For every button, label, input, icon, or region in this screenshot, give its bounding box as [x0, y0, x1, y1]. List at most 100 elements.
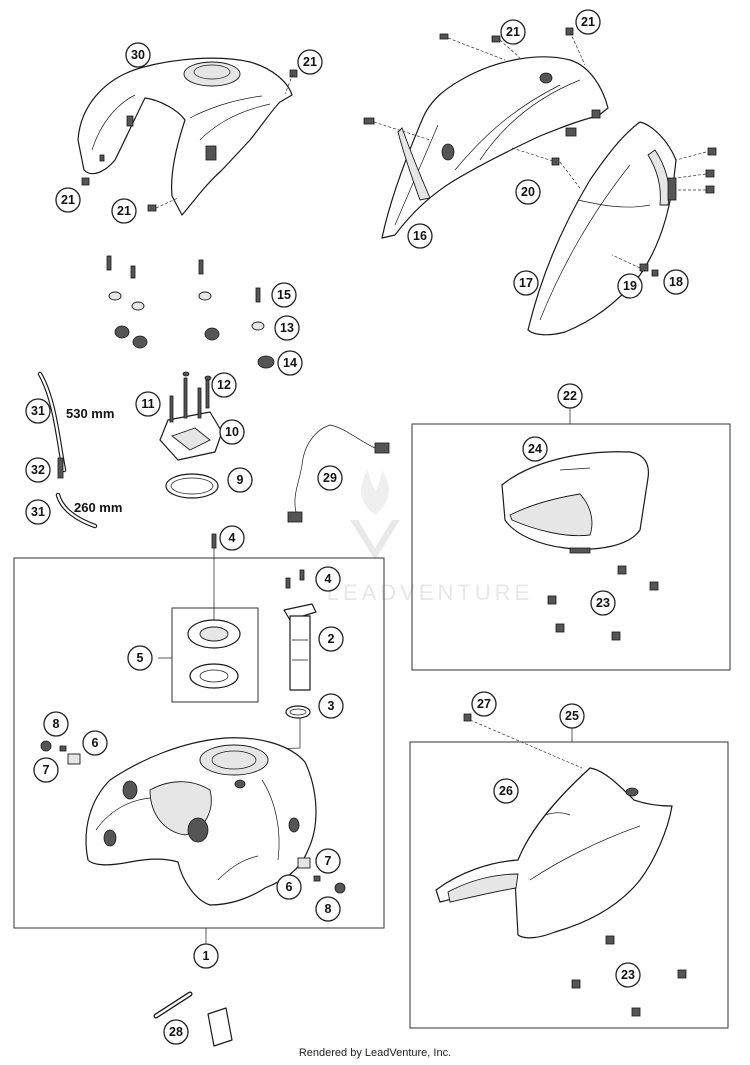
part-wire-harness-29 — [287, 424, 390, 523]
svg-text:23: 23 — [596, 596, 610, 610]
svg-text:30: 30 — [131, 48, 145, 62]
callout-28: 28 — [163, 1019, 189, 1045]
callout-6: 6 — [276, 874, 302, 900]
callout-14: 14 — [277, 350, 303, 376]
hose-length-530: 530 mm — [66, 406, 114, 421]
callout-8: 8 — [43, 711, 69, 737]
callout-31: 31 — [25, 398, 51, 424]
part-oring-3 — [239, 705, 311, 751]
part-side-panel-16 — [381, 56, 609, 239]
svg-text:7: 7 — [325, 854, 332, 868]
footer-credit: Rendered by LeadVenture, Inc. — [299, 1047, 451, 1059]
svg-text:17: 17 — [519, 276, 533, 290]
watermark: LEADVENTURE — [327, 470, 534, 605]
watermark-text: LEADVENTURE — [327, 580, 534, 605]
svg-text:21: 21 — [581, 15, 595, 29]
part-side-panel-17 — [527, 121, 677, 336]
part-rider-seat-26 — [435, 767, 673, 939]
part-screw-27 — [463, 713, 583, 769]
svg-text:27: 27 — [477, 697, 491, 711]
svg-text:2: 2 — [328, 632, 335, 646]
callout-16: 16 — [407, 223, 433, 249]
svg-text:5: 5 — [137, 651, 144, 665]
fasteners-6-7-8-left — [40, 740, 81, 765]
part-tank-cover-30 — [77, 57, 293, 216]
fasteners-6-7-8-right — [297, 857, 346, 894]
svg-text:32: 32 — [31, 463, 45, 477]
callout-26: 26 — [493, 778, 519, 804]
callout-3: 3 — [318, 693, 344, 719]
callout-15: 15 — [271, 282, 297, 308]
part-gasket-9 — [165, 473, 219, 499]
callout-29: 29 — [317, 465, 343, 491]
svg-text:22: 22 — [563, 389, 577, 403]
svg-text:31: 31 — [31, 505, 45, 519]
svg-text:9: 9 — [237, 473, 244, 487]
svg-text:14: 14 — [283, 356, 297, 370]
callout-8: 8 — [315, 896, 341, 922]
callout-23: 23 — [615, 962, 641, 988]
svg-text:24: 24 — [528, 442, 542, 456]
part-hose-31-260 — [55, 492, 98, 529]
seat-box-25 — [409, 741, 729, 1029]
leaders-upper — [155, 31, 707, 269]
callout-23: 23 — [590, 590, 616, 616]
fastener-group-13-15 — [106, 255, 275, 369]
callout-21: 21 — [55, 187, 81, 213]
callout-9: 9 — [227, 467, 253, 493]
callout-7: 7 — [33, 757, 59, 783]
callout-18: 18 — [663, 269, 689, 295]
svg-text:28: 28 — [169, 1025, 183, 1039]
svg-text:21: 21 — [117, 204, 131, 218]
svg-text:11: 11 — [141, 397, 154, 411]
callout-20: 20 — [515, 179, 541, 205]
callout-21: 21 — [500, 19, 526, 45]
callout-32: 32 — [25, 457, 51, 483]
svg-text:15: 15 — [277, 288, 291, 302]
callout-11: 11 — [135, 391, 161, 417]
svg-text:10: 10 — [225, 425, 239, 439]
svg-text:20: 20 — [521, 185, 535, 199]
callout-2: 2 — [318, 626, 344, 652]
callout-24: 24 — [522, 436, 548, 462]
callout-6: 6 — [82, 730, 108, 756]
svg-text:13: 13 — [280, 321, 294, 335]
tank-box-1 — [13, 557, 385, 929]
screws-upper-right — [81, 27, 717, 277]
svg-text:19: 19 — [623, 279, 637, 293]
callout-4: 4 — [315, 566, 341, 592]
svg-text:7: 7 — [43, 763, 50, 777]
callout-21: 21 — [297, 49, 323, 75]
svg-text:29: 29 — [323, 471, 337, 485]
part-fuel-tank-1 — [85, 737, 317, 906]
fasteners-23-upper — [547, 565, 659, 641]
callout-21: 21 — [575, 9, 601, 35]
svg-text:4: 4 — [229, 531, 236, 545]
svg-text:31: 31 — [31, 404, 45, 418]
part-fuel-sender-2 — [283, 603, 317, 691]
part-pump-flange-10 — [159, 371, 223, 461]
part-adapter-5 — [187, 619, 241, 689]
part-connector-32 — [57, 457, 64, 479]
callout-30: 30 — [125, 42, 151, 68]
svg-text:16: 16 — [413, 229, 427, 243]
svg-text:21: 21 — [61, 193, 75, 207]
svg-text:8: 8 — [53, 717, 60, 731]
svg-text:12: 12 — [217, 378, 231, 392]
callout-12: 12 — [211, 372, 237, 398]
part-screw-4-left — [211, 533, 217, 622]
callout-21: 21 — [111, 198, 137, 224]
svg-text:25: 25 — [565, 709, 579, 723]
callout-25: 25 — [559, 703, 585, 729]
callout-7: 7 — [315, 848, 341, 874]
callout-13: 13 — [274, 315, 300, 341]
box-5 — [171, 607, 259, 703]
svg-text:21: 21 — [303, 55, 317, 69]
svg-text:3: 3 — [328, 699, 335, 713]
svg-text:26: 26 — [499, 784, 513, 798]
svg-text:6: 6 — [92, 736, 99, 750]
callout-22: 22 — [557, 383, 583, 409]
svg-text:8: 8 — [325, 902, 332, 916]
callout-10: 10 — [219, 419, 245, 445]
hose-length-260: 260 mm — [74, 500, 122, 515]
